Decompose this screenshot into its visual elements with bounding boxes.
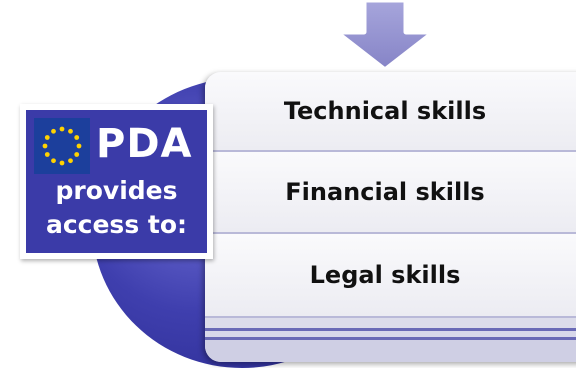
eu-flag-icon: [34, 118, 90, 174]
flag-star: [51, 128, 56, 134]
badge-line-access: access to:: [45, 210, 188, 239]
flag-star: [51, 158, 56, 164]
flag-star: [42, 143, 48, 149]
pda-badge-body: PDA provides access to:: [26, 110, 207, 253]
skill-label: Financial skills: [285, 178, 485, 206]
badge-title: PDA: [96, 121, 193, 167]
flag-star: [59, 126, 65, 132]
flag-star: [74, 135, 80, 140]
skill-label: Legal skills: [309, 261, 461, 289]
flag-star: [44, 135, 50, 140]
skills-panel: Technical skills Financial skills Legal …: [205, 72, 576, 362]
skill-row-technical: Technical skills: [205, 72, 576, 152]
skill-row-financial: Financial skills: [205, 152, 576, 234]
skill-label: Technical skills: [283, 97, 487, 125]
down-arrow-icon: [333, 0, 437, 72]
diagram: Technical skills Financial skills Legal …: [20, 0, 576, 368]
flag-star: [68, 158, 73, 164]
flag-star: [74, 152, 80, 157]
flag-star: [44, 152, 50, 157]
flag-star: [59, 160, 65, 166]
skill-row-legal: Legal skills: [205, 234, 576, 318]
panel-base-stripes: [205, 318, 576, 362]
badge-line-provides: provides: [55, 176, 178, 205]
flag-star: [68, 128, 73, 134]
pda-badge: PDA provides access to:: [20, 104, 213, 259]
flag-star: [76, 143, 82, 149]
